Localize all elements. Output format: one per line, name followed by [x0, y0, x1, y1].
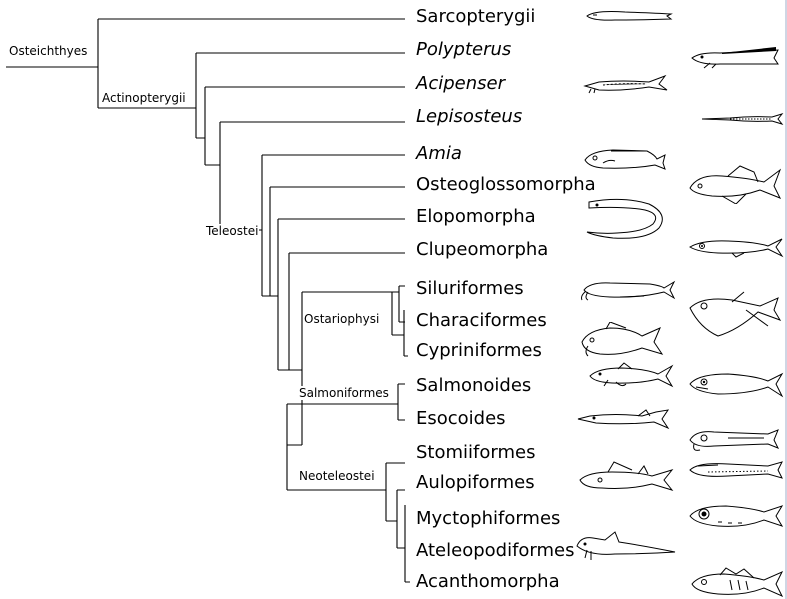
dragonfish-icon [688, 426, 780, 454]
perch-icon [690, 566, 784, 598]
taxon-stomiiformes: Stomiiformes [416, 442, 535, 464]
branch-amia-node [262, 155, 405, 296]
lungfish-icon [585, 8, 675, 24]
node-label-osteichthyes: Osteichthyes [8, 44, 88, 58]
node-label-ostariophysi: Ostariophysi [303, 312, 380, 326]
taxon-acipenser: Acipenser [416, 73, 505, 95]
taxon-acanthomorpha: Acanthomorpha [416, 571, 560, 593]
taxon-clupeomorpha: Clupeomorpha [416, 239, 548, 261]
taxon-osteoglossomorpha: Osteoglossomorpha [416, 174, 596, 196]
node-label-neoteleostei: Neoteleostei [298, 469, 376, 483]
branch-lepisosteus-node [220, 122, 405, 230]
carp-icon [580, 322, 664, 360]
taxon-characiformes: Characiformes [416, 310, 547, 332]
taxon-myctophiformes: Myctophiformes [416, 508, 560, 530]
branch-aulopiformes [397, 490, 405, 548]
pike-icon [688, 368, 784, 402]
node-label-teleostei: Teleostei [205, 224, 259, 238]
catfish-icon [580, 278, 676, 302]
bichir-icon [690, 40, 782, 70]
branch-neoteleostei [386, 463, 405, 521]
salmon-icon [588, 362, 674, 390]
branch-ostariophysi [392, 292, 404, 335]
node-label-salmoniformes: Salmoniformes [298, 386, 390, 400]
branch-elopomorpha-node [278, 219, 405, 370]
hatchetfish-icon [688, 290, 784, 340]
node-label-actinopterygii: Actinopterygii [101, 91, 187, 105]
lizardfish-icon [578, 460, 674, 494]
taxon-cypriniformes: Cypriniformes [416, 340, 542, 362]
sturgeon-icon [583, 72, 669, 96]
bowfin-icon [583, 143, 667, 173]
taxon-amia: Amia [416, 143, 462, 165]
taxon-salmonoides: Salmonoides [416, 375, 531, 397]
branch-acipenser-node [205, 87, 405, 165]
lanternfish-icon [688, 500, 784, 532]
branch-myctophiformes [405, 505, 410, 582]
taxon-elopomorpha: Elopomorpha [416, 206, 536, 228]
taxon-ateleopodiformes: Ateleopodiformes [416, 540, 575, 562]
eel-icon [583, 194, 671, 244]
branch-cypriniformes [404, 310, 408, 356]
jellynose-icon [575, 530, 677, 562]
stomiiformes-bristlemouth-icon [688, 458, 784, 482]
taxon-polypterus: Polypterus [416, 39, 511, 61]
herring-icon [688, 236, 784, 258]
taxon-esocoides: Esocoides [416, 408, 506, 430]
taxon-lepisosteus: Lepisosteus [416, 106, 522, 128]
gar-icon [700, 112, 784, 126]
taxon-siluriformes: Siluriformes [416, 278, 524, 300]
arowana-icon [688, 162, 784, 204]
branch-salmoniformes [398, 384, 405, 420]
taxon-sarcopterygii: Sarcopterygii [416, 6, 535, 28]
branch-actinopterygii [196, 53, 405, 138]
taxon-aulopiformes: Aulopiformes [416, 472, 535, 494]
branch-teleostei [270, 187, 405, 296]
esocoides-pike-icon [576, 408, 670, 430]
